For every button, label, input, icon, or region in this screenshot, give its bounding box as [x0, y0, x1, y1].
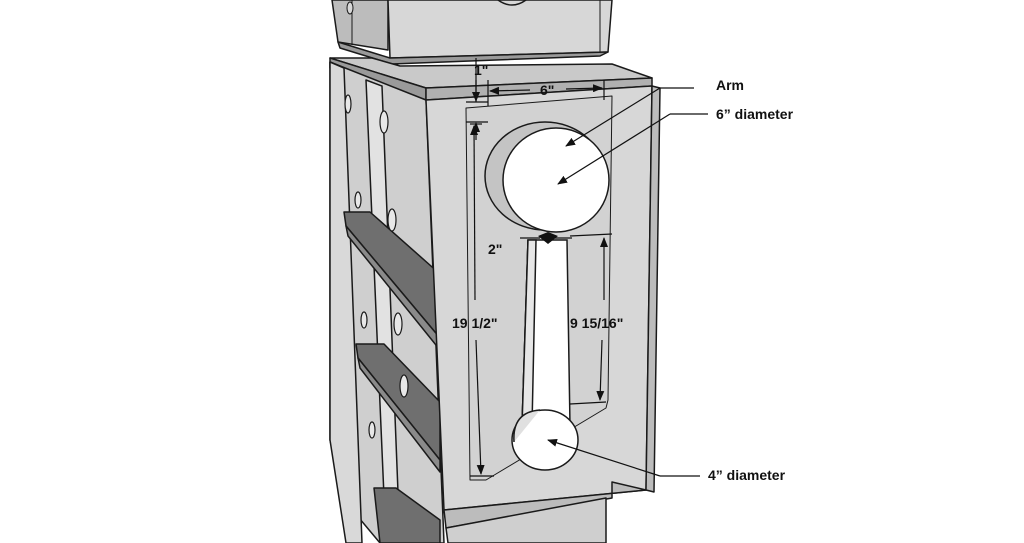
dimension-lines — [466, 58, 708, 477]
callout-upper-diameter: 6” diameter — [716, 106, 794, 122]
upper-cabinet — [331, 0, 613, 65]
side-holes — [344, 94, 409, 439]
dim-slot-length-label: 9 15/16" — [570, 315, 623, 331]
dimension-labels: 1" 6" 2" 19 1/2" 9 15/16" — [452, 62, 623, 331]
dim-top-offset-label: 1" — [474, 62, 488, 78]
callout-lower-diameter: 4” diameter — [708, 467, 786, 483]
pendulum-cutout — [484, 121, 610, 471]
dim-upper-width-label: 6" — [540, 82, 554, 98]
main-cabinet — [329, 57, 661, 543]
dim-overall-height-label: 19 1/2" — [452, 315, 498, 331]
callout-labels: Arm 6” diameter 4” diameter — [708, 77, 794, 483]
dim-arm-width-label: 2" — [488, 241, 502, 257]
callout-arm: Arm — [716, 77, 744, 93]
